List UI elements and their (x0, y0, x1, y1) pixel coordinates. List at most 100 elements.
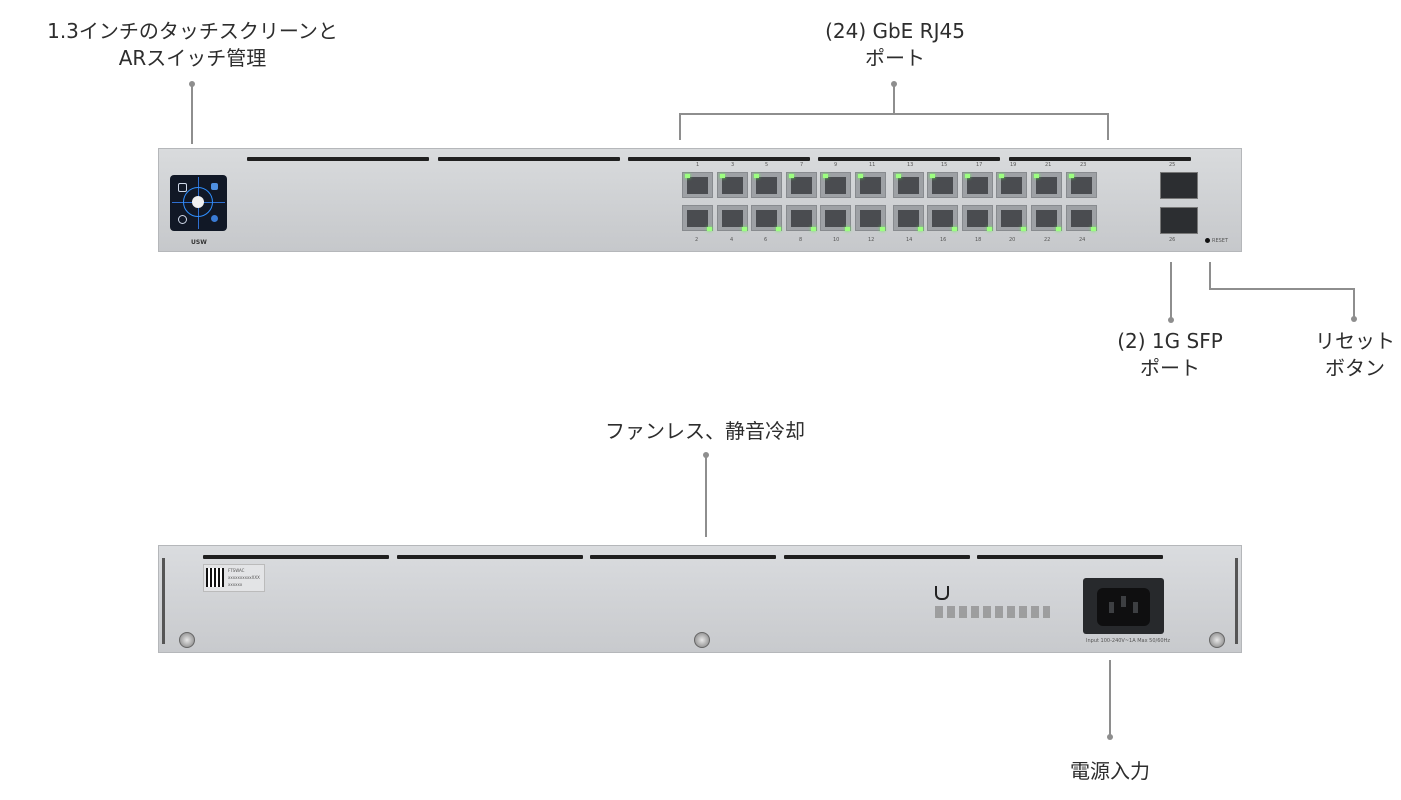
port-number-bottom: 2 (695, 237, 699, 243)
port-led (999, 174, 1004, 178)
rj45-port[interactable] (893, 205, 924, 231)
rj45-port[interactable] (1031, 172, 1062, 198)
rj45-port-socket (860, 177, 881, 194)
rj45-port[interactable] (855, 172, 886, 198)
rj45-port-socket (1036, 210, 1057, 227)
port-led (918, 227, 923, 231)
leader-line-touchscreen (191, 84, 193, 144)
port-number-top: 5 (765, 162, 769, 168)
rj45-port[interactable] (682, 172, 713, 198)
rj45-port-socket (825, 210, 846, 227)
rj45-port-socket (1001, 177, 1022, 194)
rj45-port[interactable] (820, 205, 851, 231)
rj45-port-socket (898, 210, 919, 227)
rj45-port-socket (722, 210, 743, 227)
port-number-top: 21 (1045, 162, 1052, 168)
port-led (720, 174, 725, 178)
port-number-bottom: 24 (1079, 237, 1086, 243)
callout-power-text: 電源入力 (1070, 759, 1150, 783)
rj45-port[interactable] (962, 172, 993, 198)
rear-edge-right (1235, 558, 1238, 644)
switch-front-panel: USW (158, 148, 1242, 252)
port-led (1069, 174, 1074, 178)
label-model: FTSWAC (228, 568, 245, 573)
rj45-port-socket (1071, 210, 1092, 227)
rj45-port[interactable] (927, 205, 958, 231)
leader-dot-reset (1351, 316, 1357, 322)
rj45-port-socket (687, 177, 708, 194)
rj45-port-socket (791, 210, 812, 227)
screen-image-icon (178, 183, 187, 192)
leader-line-reset-stem (1353, 288, 1355, 318)
callout-sfp: (2) 1G SFP ポート (1100, 328, 1240, 382)
rj45-port[interactable] (1031, 205, 1062, 231)
rj45-port[interactable] (751, 205, 782, 231)
port-led (707, 227, 712, 231)
rj45-port-socket (1036, 177, 1057, 194)
rj45-port[interactable] (927, 172, 958, 198)
port-number-bottom: 6 (764, 237, 768, 243)
rj45-port[interactable] (893, 172, 924, 198)
callout-power: 電源入力 (1040, 758, 1180, 785)
rj45-port[interactable] (751, 172, 782, 198)
rj45-port[interactable] (996, 172, 1027, 198)
sfp-bottom-number: 26 (1169, 237, 1176, 243)
rj45-port-socket (860, 210, 881, 227)
port-led (1021, 227, 1026, 231)
rj45-port[interactable] (786, 205, 817, 231)
port-led (742, 227, 747, 231)
port-led (987, 227, 992, 231)
rj45-port[interactable] (786, 172, 817, 198)
rear-vent (590, 555, 776, 559)
rj45-port-socket (932, 177, 953, 194)
rj45-port[interactable] (820, 172, 851, 198)
rj45-port[interactable] (962, 205, 993, 231)
rj45-port-socket (825, 177, 846, 194)
port-number-top: 11 (869, 162, 876, 168)
rj45-port-socket (932, 210, 953, 227)
port-led (845, 227, 850, 231)
rear-vent (397, 555, 583, 559)
sfp-port-25[interactable] (1160, 172, 1198, 199)
rj45-port[interactable] (1066, 205, 1097, 231)
port-number-bottom: 18 (975, 237, 982, 243)
power-pin-ground (1121, 596, 1126, 607)
port-led (754, 174, 759, 178)
port-led (789, 174, 794, 178)
rj45-port-socket (756, 177, 777, 194)
sfp-port-26[interactable] (1160, 207, 1198, 234)
port-number-bottom: 12 (868, 237, 875, 243)
rj45-port[interactable] (717, 172, 748, 198)
sfp-top-number: 25 (1169, 162, 1176, 168)
port-number-top: 9 (834, 162, 838, 168)
port-led (930, 174, 935, 178)
port-number-top: 15 (941, 162, 948, 168)
port-number-top: 17 (976, 162, 983, 168)
callout-sfp-line2: ポート (1140, 356, 1200, 380)
leader-bracket-rj45-right (1107, 113, 1109, 140)
callout-touchscreen: 1.3インチのタッチスクリーンと ARスイッチ管理 (20, 18, 365, 72)
touchscreen-display[interactable] (170, 175, 227, 231)
callout-fanless-text: ファンレス、静音冷却 (605, 419, 805, 443)
rj45-port[interactable] (996, 205, 1027, 231)
rj45-port[interactable] (682, 205, 713, 231)
port-number-bottom: 10 (833, 237, 840, 243)
callout-touchscreen-line1: 1.3インチのタッチスクリーンと (47, 19, 338, 43)
screw-icon (1209, 632, 1225, 648)
rj45-port[interactable] (1066, 172, 1097, 198)
callout-fanless: ファンレス、静音冷却 (560, 418, 850, 445)
rj45-port[interactable] (717, 205, 748, 231)
screw-icon (694, 632, 710, 648)
callout-rj45: (24) GbE RJ45 ポート (780, 18, 1010, 72)
rj45-port-socket (791, 177, 812, 194)
label-serial: xxxxxxxxxxXXX (228, 575, 260, 580)
screen-device-icon (211, 183, 218, 190)
front-vent (628, 157, 810, 161)
rear-edge-left (162, 558, 165, 644)
reset-button[interactable] (1205, 238, 1210, 243)
rj45-port[interactable] (855, 205, 886, 231)
port-led (1056, 227, 1061, 231)
callout-rj45-line2: ポート (865, 46, 925, 70)
power-inlet[interactable] (1083, 578, 1164, 634)
rear-vent (784, 555, 970, 559)
